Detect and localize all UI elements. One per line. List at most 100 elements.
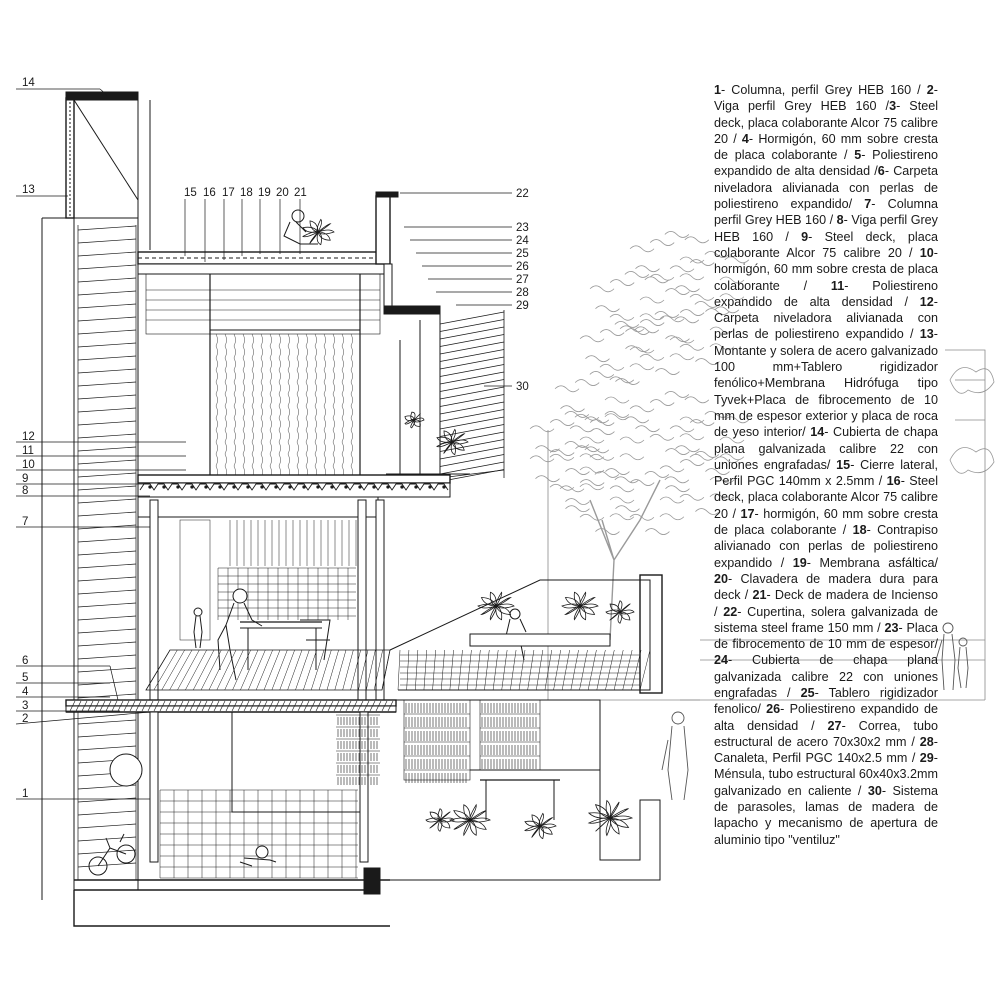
callout-25: 25 [516,248,529,260]
callout-1: 1 [22,788,28,800]
callout-29: 29 [516,300,529,312]
legend-text: - Membrana asfáltica/ [806,555,938,570]
legend-number: 8 [836,213,844,228]
legend-number: 22 [723,604,738,619]
legend-text: - Poliestireno expandido de alta densida… [714,148,938,179]
bookshelves [336,699,541,785]
legend-number: 3 [889,99,897,114]
steel-deck-corrugation [139,483,449,491]
legend-text: - Steel deck, placa colaborante Alcor 75… [714,229,938,260]
building-section [41,91,663,927]
legend-text: - Steel deck, placa colaborante Alcor 75… [714,99,938,146]
callout-11: 11 [22,445,34,457]
legend-text: - Placa de fibrocemento de 10 mm de espe… [714,620,938,652]
legend-text: - Poliestireno expandido de alta densida… [714,278,938,309]
legend-text: - Poliestireno expandido de alta densida… [714,702,938,733]
legend-text: - Columna perfil Grey HEB 160 / [714,197,939,228]
legend-text: - Viga perfil Grey HEB 160 / [714,213,938,244]
legend-text: - Cubierta de chapa plana galvanizada ca… [714,653,938,700]
legend-number: 10 [919,245,934,260]
legend-text: - Cierre lateral, Perfil PGC 140mm x 2.5… [714,457,938,489]
legend-number: 17 [740,506,755,521]
callout-30: 30 [516,381,529,393]
legend-number: 26 [766,702,781,717]
legend-number: 30 [867,783,882,798]
callout-13: 13 [22,184,35,196]
background-people [661,622,969,801]
legend-text: - Tablero rigidizador fenolico/ [714,685,938,717]
legend-text: - Correa, tubo estructural de acero 70x3… [714,718,939,749]
callout-12: 12 [22,431,35,443]
callout-23: 23 [516,222,529,234]
callout-15: 15 [184,187,197,199]
background-tree [529,231,995,641]
callout-17: 17 [222,187,235,199]
legend-text: - Columna, perfil Grey HEB 160 / [721,83,927,97]
plants [302,218,635,840]
legend-text: - Sistema de parasoles, lamas de madera … [714,783,938,847]
construction-legend: 1- Columna, perfil Grey HEB 160 / 2- Vig… [714,82,938,848]
legend-text: - Contrapiso alivianado con perlas de po… [714,523,938,570]
legend-text: - Carpeta niveladora alivianada con perl… [714,294,938,342]
legend-number: 1 [714,83,722,97]
legend-text: - Viga perfil Grey HEB 160 / [714,83,938,114]
legend-number: 2 [926,83,934,97]
callout-27: 27 [516,274,529,286]
callout-14: 14 [22,77,35,89]
legend-number: 23 [884,620,899,635]
legend-text: - Cupertina, solera galvanizada de siste… [714,604,938,635]
ground-floor-tiles [159,789,358,879]
callout-22: 22 [516,188,529,200]
legend-number: 19 [792,555,807,570]
callout-labels: 14 13 15 16 17 18 19 20 21 22 23 24 25 2… [22,77,529,800]
callout-26: 26 [516,261,529,273]
legend-number: 25 [800,685,815,700]
tile-backsplash [217,520,357,620]
legend-number: 20 [714,571,729,586]
callout-9: 9 [22,473,28,485]
callout-7: 7 [22,516,28,528]
callout-18: 18 [240,187,253,199]
legend-number: 21 [752,588,767,603]
legend-number: 13 [919,327,934,342]
legend-text: - hormigón, 60 mm sobre cresta de placa … [714,506,938,538]
sunshade-louvres [439,310,505,482]
legend-number: 5 [854,148,862,163]
callout-10: 10 [22,459,35,471]
legend-text: - Carpeta niveladora alivianada con perl… [714,164,938,212]
legend-number: 9 [801,229,809,244]
legend-number: 18 [852,523,867,538]
legend-text: - Montante y solera de acero galvanizado… [714,327,938,440]
callout-2: 2 [22,713,28,725]
terrace-decking [397,649,651,691]
legend-number: 7 [864,197,872,212]
legend-number: 15 [836,457,851,472]
legend-number: 27 [827,718,842,733]
legend-number: 4 [741,131,749,146]
callout-5: 5 [22,672,28,684]
callout-4: 4 [22,686,29,698]
legend-text: - Steel deck, placa colaborante Alcor 75… [714,474,938,521]
legend-text: - Canaleta, Perfil PGC 140x2.5 mm / [714,734,938,766]
callout-3: 3 [22,700,28,712]
callout-leaders [15,88,512,800]
legend-number: 14 [810,425,825,440]
callout-21: 21 [294,187,307,199]
wood-panelling [215,333,353,479]
legend-text: - hormigón, 60 mm sobre cresta de placa … [714,245,938,293]
legend-number: 24 [714,653,729,668]
legend-number: 12 [919,294,934,309]
callout-19: 19 [258,187,271,199]
legend-text: - Hormigón, 60 mm sobre cresta de placa … [714,131,938,163]
legend-text: - Deck de madera de Incienso / [714,588,938,619]
legend-number: 29 [919,751,934,766]
legend-text: - Cubierta de chapa plana galvanizada ca… [714,425,938,472]
legend-text: - Ménsula, tubo estructural 60x40x3.2mm … [714,751,939,798]
callout-24: 24 [516,235,529,247]
legend-number: 11 [830,278,845,293]
slab-hatching [69,700,394,712]
callout-8: 8 [22,485,28,497]
callout-20: 20 [276,187,289,199]
legend-number: 28 [919,734,934,749]
